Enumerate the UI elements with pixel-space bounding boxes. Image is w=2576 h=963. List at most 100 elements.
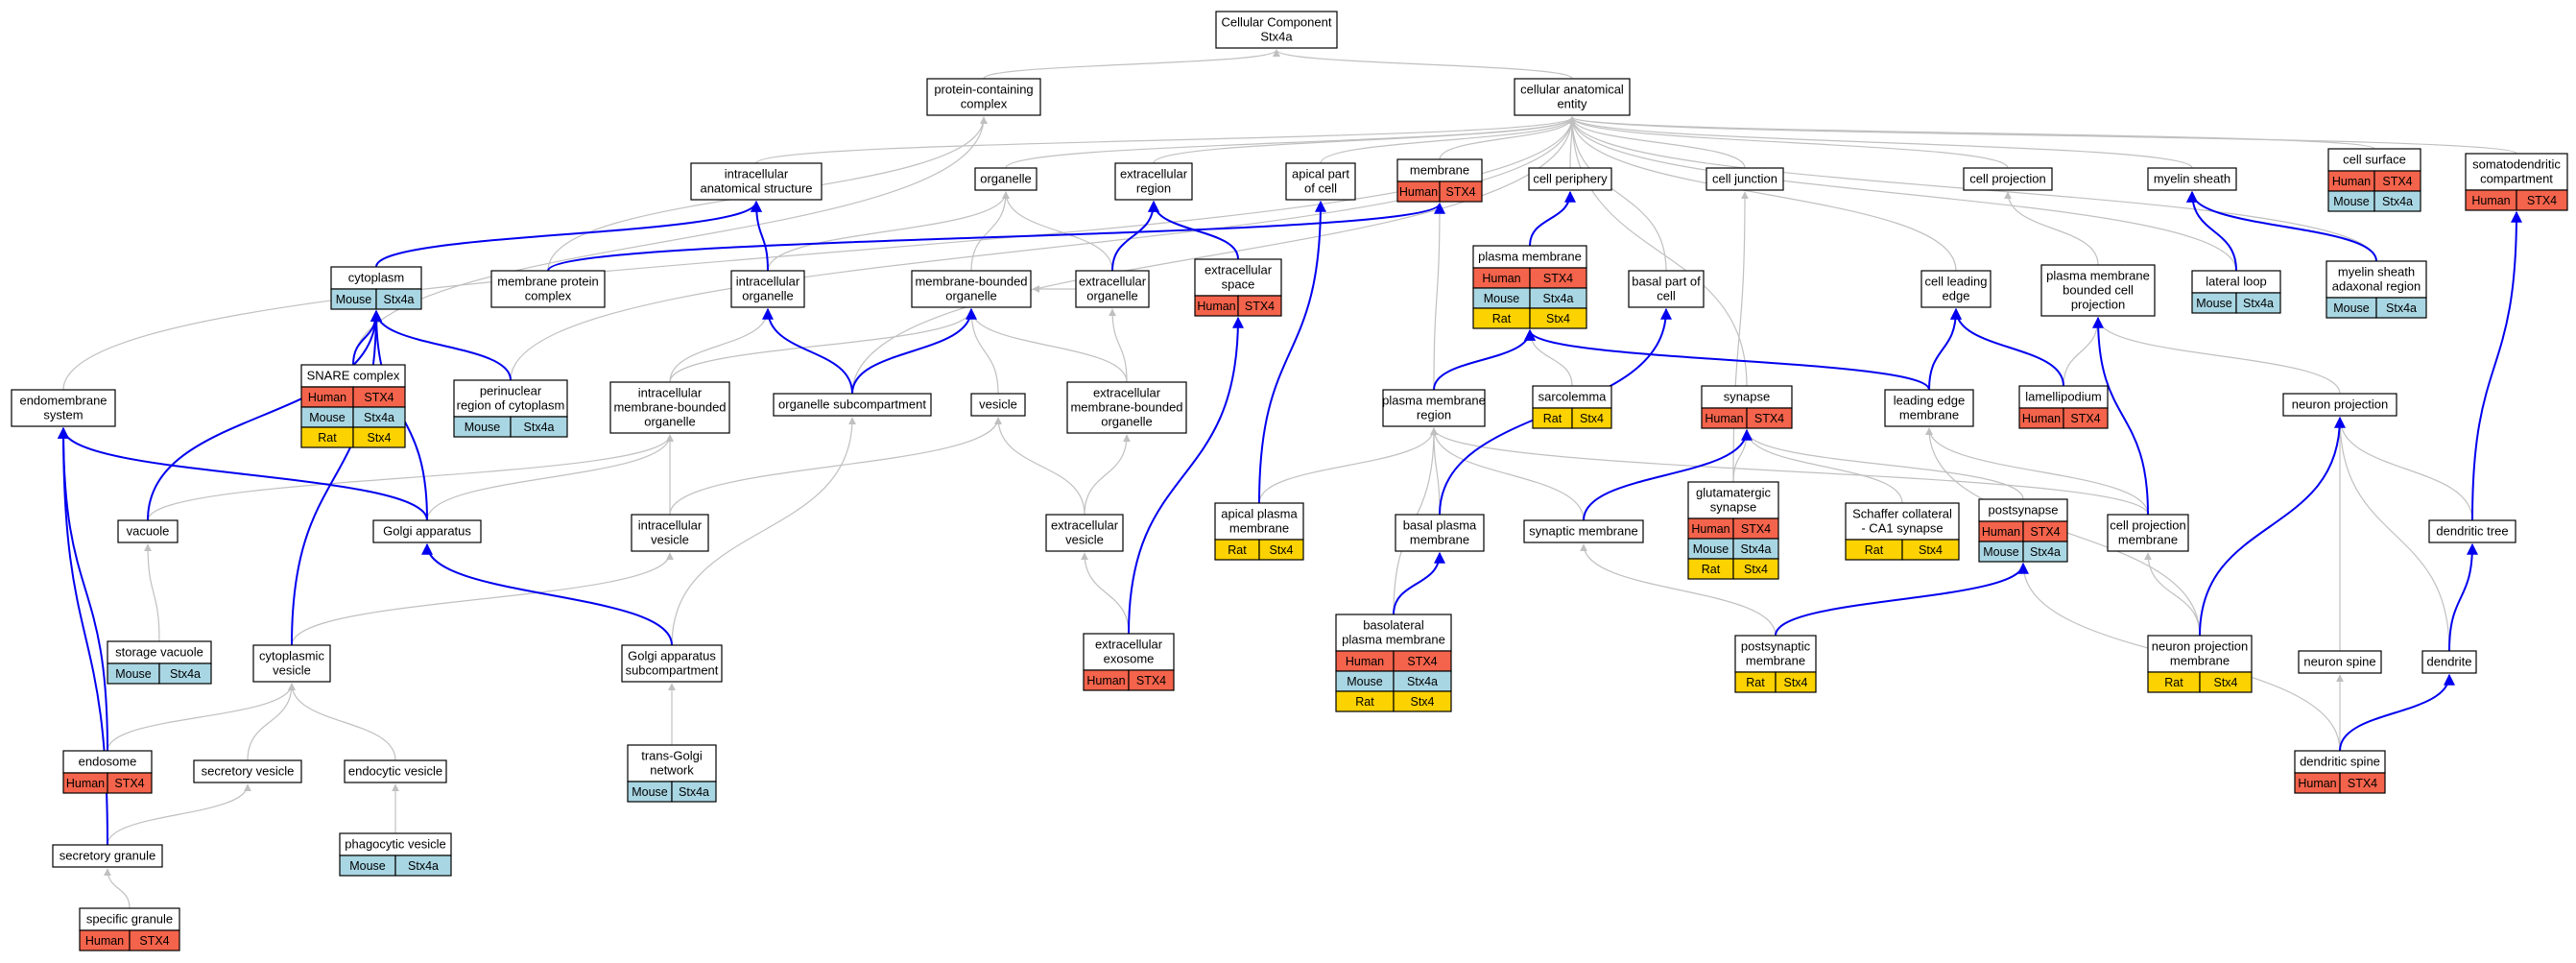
node-organelle[interactable]: organelle: [974, 167, 1038, 191]
gene-cell: [1732, 558, 1779, 580]
edge-vacuole-to-imbo: [147, 434, 674, 521]
species-label: Mouse: [309, 411, 346, 424]
node-dendrite[interactable]: dendrite: [2421, 650, 2477, 674]
node-label: membrane: [1229, 521, 1289, 536]
node-endocytic-vesicle[interactable]: endocytic vesicle: [344, 759, 447, 783]
node-label: sarcolemma: [1538, 390, 1608, 404]
node-cell-projection[interactable]: cell projection: [1963, 167, 2053, 191]
node-label: vacuole: [127, 524, 170, 539]
node-cell-junction[interactable]: cell junction: [1705, 167, 1784, 191]
node-label: subcompartment: [626, 663, 719, 678]
node-neuron-spine[interactable]: neuron spine: [2298, 650, 2382, 674]
edge-membrane-to-cae: [1439, 116, 1576, 160]
gene-cell: [1128, 669, 1175, 691]
node-box: [730, 270, 805, 308]
node-box: [926, 78, 1041, 116]
node-box: [344, 759, 447, 783]
node-box: [117, 519, 179, 543]
gene-symbol-label: STX4: [364, 391, 394, 404]
species-label: Mouse: [465, 421, 501, 434]
species-label: Mouse: [632, 785, 668, 799]
node-org-subcomp[interactable]: organelle subcompartment: [773, 393, 932, 417]
node-synaptic-membrane[interactable]: synaptic membrane: [1523, 519, 1644, 543]
node-neuron-projection[interactable]: neuron projection: [2282, 393, 2397, 417]
node-secretory-vesicle[interactable]: secretory vesicle: [193, 759, 302, 783]
node-cell-periphery[interactable]: cell periphery: [1528, 167, 1612, 191]
gene-symbol-label: STX4: [1407, 655, 1437, 668]
node-vesicle[interactable]: vesicle: [970, 393, 1026, 417]
node-label: basolateral: [1363, 618, 1424, 633]
gene-symbol-label: STX4: [114, 777, 144, 790]
node-label: extracellular: [1205, 263, 1273, 277]
node-label: cytoplasmic: [259, 649, 324, 663]
node-label: organelle: [742, 289, 794, 303]
gene-symbol-label: Stx4a: [170, 667, 201, 681]
species-label: Human: [1346, 655, 1384, 668]
node-golgi[interactable]: Golgi apparatus: [372, 519, 482, 543]
annotated-edge-eco-to-ecr: [1111, 200, 1159, 272]
node-vacuole[interactable]: vacuole: [117, 519, 179, 543]
node-secretory-granule[interactable]: secretory granule: [52, 844, 163, 868]
node-dendritic-tree[interactable]: dendritic tree: [2428, 519, 2516, 543]
node-myelin-sheath[interactable]: myelin sheath: [2147, 167, 2237, 191]
node-label: extracellular: [1093, 386, 1161, 400]
species-label: Mouse: [2333, 301, 2370, 315]
gene-symbol-label: STX4: [2070, 412, 2100, 425]
annotated-edge-cyto_vesicle-to-cytoplasm: [291, 309, 382, 646]
node-label: extracellular: [1095, 638, 1163, 652]
gene-cell: [2373, 190, 2421, 212]
node-box: [193, 759, 302, 783]
